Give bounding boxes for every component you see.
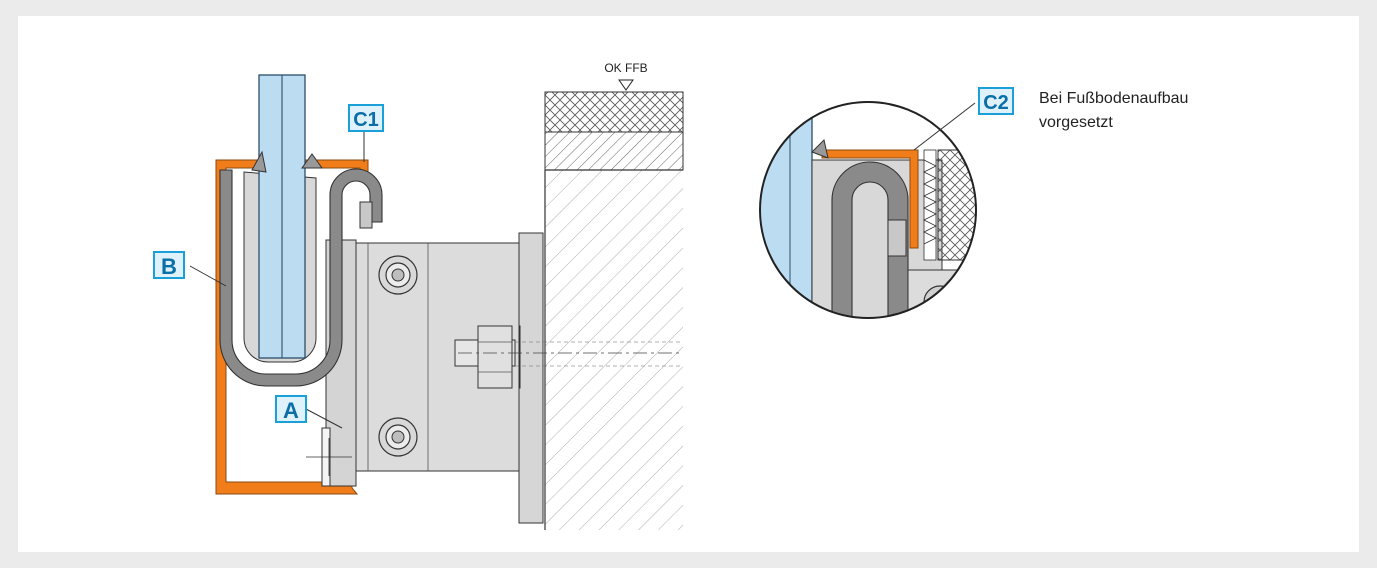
label-b: B	[153, 251, 227, 287]
detail-note-line1: Bei Fußbodenaufbau	[1039, 90, 1188, 107]
screw-lower	[378, 417, 418, 457]
seal-right	[301, 153, 323, 169]
floor-buildup	[544, 91, 684, 171]
detail-note: Bei Fußbodenaufbau vorgesetzt	[1039, 90, 1188, 131]
concrete-wall	[544, 169, 683, 530]
glass-pane	[258, 74, 306, 359]
label-a-text: A	[283, 398, 299, 423]
label-c2: C2	[913, 87, 1014, 151]
label-b-text: B	[161, 254, 177, 279]
screw-upper	[378, 255, 418, 295]
detail-note-line2: vorgesetzt	[1039, 114, 1113, 131]
level-marker: OK FFB	[604, 61, 648, 91]
label-c1: C1	[348, 104, 384, 162]
anchor-bolt	[454, 325, 683, 389]
drawing-frame	[18, 16, 1359, 552]
label-c2-text: C2	[983, 92, 1009, 114]
level-mark-text: OK FFB	[604, 61, 647, 75]
detail-circle-outline	[759, 101, 977, 319]
label-a: A	[275, 395, 343, 429]
wall-plate	[518, 232, 544, 524]
label-c1-text: C1	[353, 109, 379, 131]
seal-left	[251, 150, 267, 173]
detail-circle	[760, 102, 976, 318]
rubber-u-profile	[219, 168, 383, 387]
